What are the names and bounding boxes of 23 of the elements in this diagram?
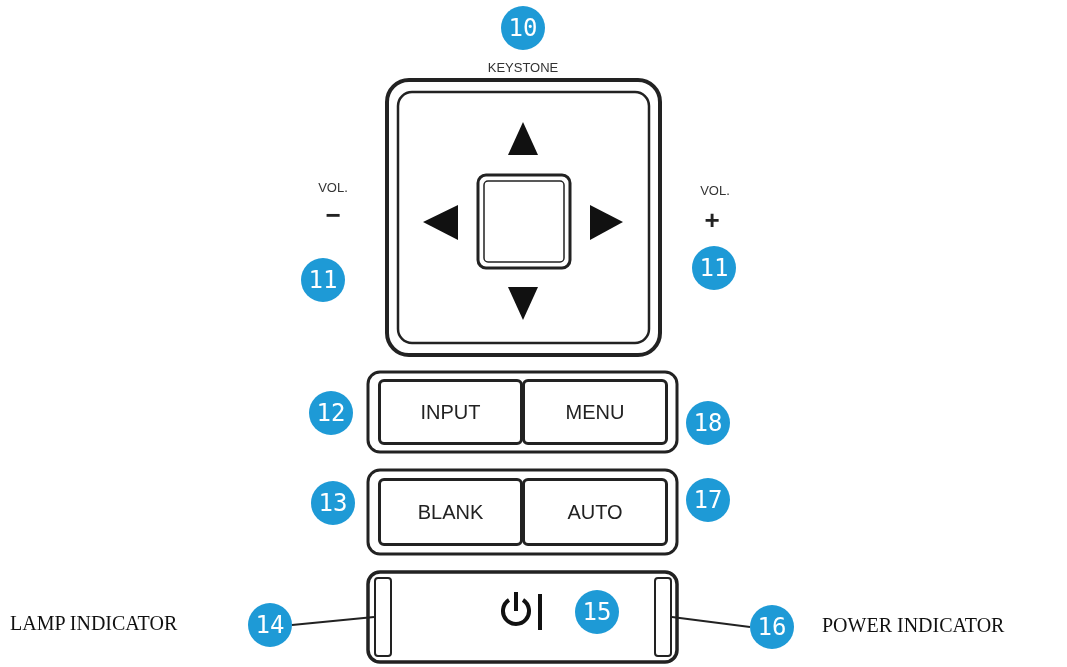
callout-number: 18 bbox=[686, 401, 730, 445]
callout-number: 13 bbox=[311, 481, 355, 525]
callout-number: 16 bbox=[750, 605, 794, 649]
callout-number: 14 bbox=[248, 603, 292, 647]
caption-text: VOL. bbox=[699, 183, 731, 198]
leader-line bbox=[291, 616, 375, 626]
input-button: INPUT bbox=[378, 379, 523, 445]
plus-sign: + bbox=[703, 205, 721, 236]
blank-button: BLANK bbox=[378, 478, 523, 546]
minus-sign: − bbox=[324, 200, 342, 231]
power-indicator bbox=[654, 577, 672, 657]
callout-number: 10 bbox=[501, 6, 545, 50]
caption-text: POWER INDICATOR bbox=[822, 614, 1005, 637]
lamp-indicator bbox=[374, 577, 392, 657]
caption-text: VOL. bbox=[317, 180, 349, 195]
menu-button: MENU bbox=[522, 379, 668, 445]
caption-text: KEYSTONE bbox=[486, 60, 560, 75]
callout-number: 17 bbox=[686, 478, 730, 522]
callout-number: 11 bbox=[301, 258, 345, 302]
auto-button: AUTO bbox=[522, 478, 668, 546]
callout-number: 12 bbox=[309, 391, 353, 435]
callout-number: 11 bbox=[692, 246, 736, 290]
caption-text: LAMP INDICATOR bbox=[10, 612, 178, 635]
